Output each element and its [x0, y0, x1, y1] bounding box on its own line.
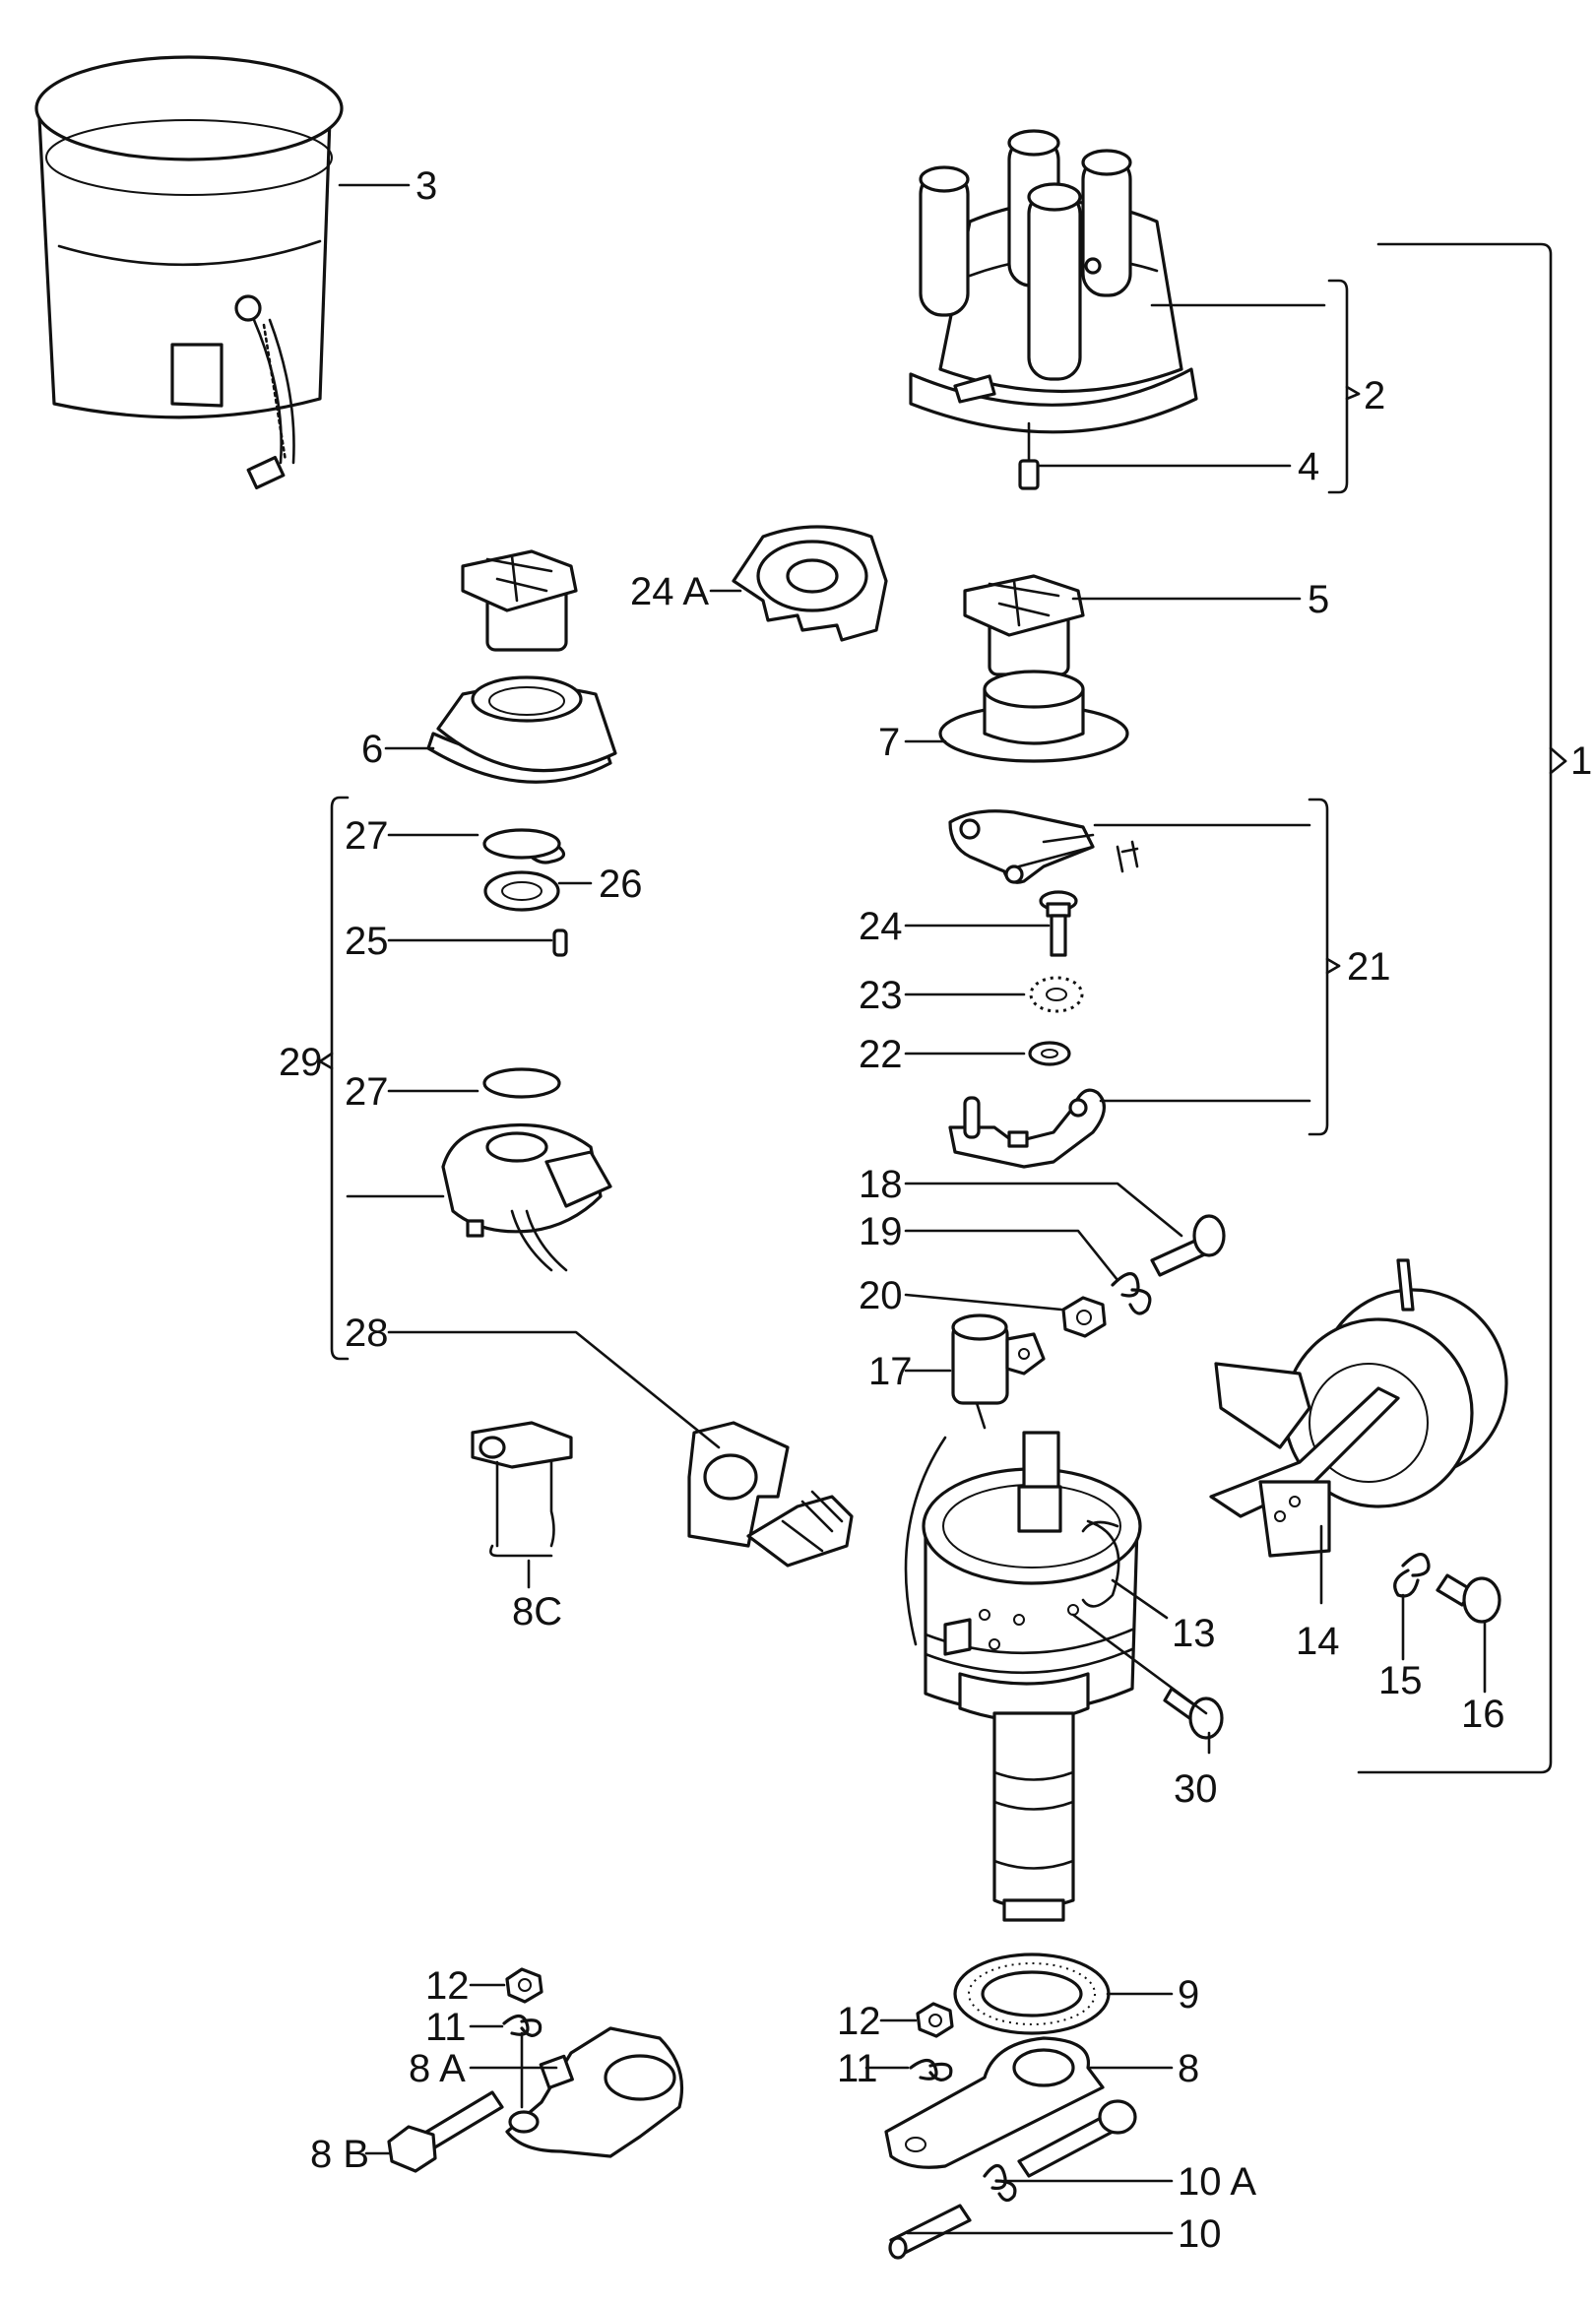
callout-8: 8 — [1178, 2047, 1199, 2090]
dust-cover-part — [938, 670, 1129, 763]
screw-18-part — [1150, 1214, 1226, 1277]
rotor-arm-part-left — [461, 549, 578, 652]
thrust-washer-part — [483, 870, 560, 912]
hall-sender-plate-part — [441, 1122, 612, 1272]
callout-17: 17 — [868, 1350, 913, 1393]
callout-16: 16 — [1461, 1693, 1505, 1736]
washer-10a-part — [983, 2163, 1017, 2203]
hall-sender-part — [687, 1421, 854, 1568]
callout-28: 28 — [345, 1312, 389, 1355]
callout-30: 30 — [1174, 1767, 1218, 1811]
clamp-bracket-part — [884, 2036, 1105, 2169]
callout-11-right: 11 — [837, 2047, 878, 2090]
callout-24: 24 — [859, 905, 903, 948]
callout-13: 13 — [1172, 1612, 1216, 1655]
spring-washer-19-part — [1111, 1272, 1152, 1315]
callout-10a: 10 A — [1178, 2160, 1256, 2204]
callout-22: 22 — [859, 1033, 903, 1076]
callout-8b: 8 B — [310, 2133, 369, 2176]
rotor-arm-part — [963, 574, 1085, 676]
callout-1: 1 — [1570, 739, 1592, 783]
carbon-brush-part — [1018, 421, 1040, 490]
o-ring-seal-part — [953, 1953, 1111, 2035]
callout-3: 3 — [415, 164, 437, 208]
distributor-housing-part — [904, 1431, 1142, 1922]
flat-washer-part — [1028, 1041, 1071, 1066]
spring-washer-11-part — [909, 2058, 953, 2081]
clamp-8a-part — [505, 2026, 684, 2158]
advance-lever-part — [948, 809, 1139, 884]
callout-19: 19 — [859, 1210, 903, 1253]
advance-plate-part — [948, 1088, 1106, 1169]
callout-12-right: 12 — [837, 2000, 881, 2043]
bolt-8b-right-part — [1017, 2099, 1137, 2178]
callout-5: 5 — [1308, 578, 1329, 621]
callout-9: 9 — [1178, 1973, 1199, 2017]
circlip-lower-part — [482, 1067, 561, 1099]
dust-shield-cup-part — [34, 55, 344, 490]
callout-29: 29 — [279, 1041, 323, 1084]
callout-8a: 8 A — [409, 2047, 466, 2090]
distributor-cap-part — [909, 129, 1198, 434]
callout-27-lower: 27 — [345, 1070, 389, 1114]
callout-2: 2 — [1364, 374, 1385, 417]
callout-20: 20 — [859, 1274, 903, 1317]
callout-18: 18 — [859, 1163, 903, 1206]
bolt-pin-part — [1039, 890, 1078, 957]
dust-cover-part-left — [426, 675, 617, 784]
leader-lines — [318, 183, 1567, 2235]
callout-8c: 8C — [512, 1590, 562, 1633]
screw-30-part — [1163, 1687, 1224, 1740]
callout-12-left: 12 — [425, 1964, 470, 2008]
circlip-upper-part — [482, 828, 566, 864]
callout-11-left: 11 — [425, 2006, 467, 2049]
retaining-clip-part — [471, 1421, 573, 1558]
callout-4: 4 — [1298, 445, 1319, 488]
bolt-8b-part — [387, 2090, 504, 2173]
stud-10-part — [888, 2204, 972, 2260]
callout-23: 23 — [859, 974, 903, 1017]
callout-6: 6 — [361, 728, 383, 771]
hex-nut-20-part — [1061, 1296, 1107, 1338]
screw-16-part — [1436, 1573, 1501, 1624]
hex-nut-12-left-part — [505, 1967, 543, 2004]
callout-7: 7 — [878, 721, 900, 764]
callout-24a: 24 A — [630, 570, 709, 613]
clip-15-part — [1393, 1553, 1431, 1598]
vacuum-unit-part — [1209, 1258, 1508, 1558]
callout-21: 21 — [1347, 945, 1391, 989]
sender-cover-cap-part — [732, 525, 888, 642]
callout-26: 26 — [599, 863, 643, 906]
hex-nut-12-part — [916, 2002, 954, 2038]
callout-14: 14 — [1296, 1620, 1340, 1663]
callout-15: 15 — [1378, 1659, 1423, 1702]
callout-27-upper: 27 — [345, 814, 389, 858]
callout-25: 25 — [345, 920, 389, 963]
pin-part — [552, 928, 568, 957]
condenser-part — [951, 1313, 1046, 1430]
callout-10: 10 — [1178, 2212, 1222, 2256]
callout-labels: 1 2 3 4 5 6 7 8 8 A 8 B 8C 9 10 10 A 11 … — [279, 164, 1592, 2256]
lock-washer-part — [1029, 976, 1084, 1013]
